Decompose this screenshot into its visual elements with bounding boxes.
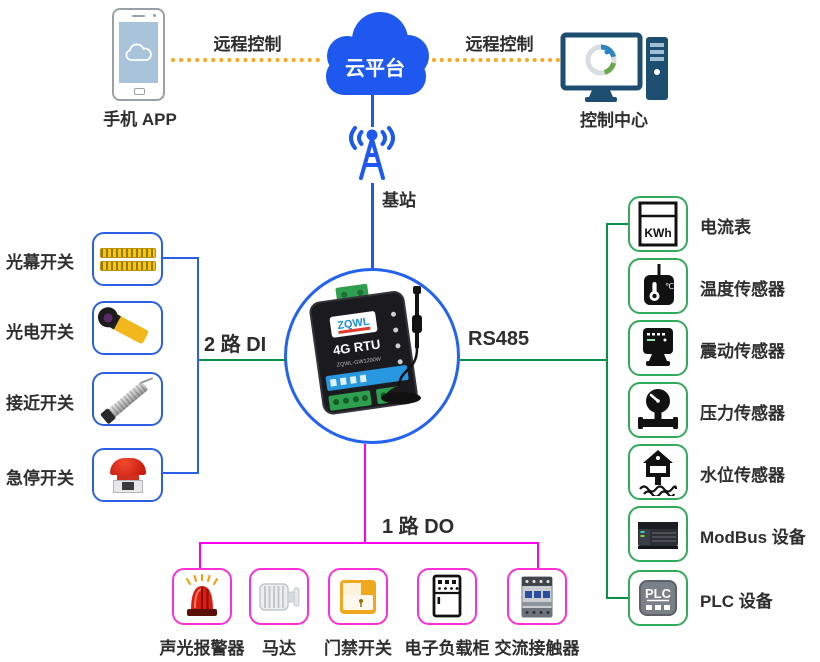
cloud-stem-line	[371, 94, 374, 127]
phone-home-button	[134, 88, 145, 95]
right-item-label: ModBus 设备	[700, 528, 806, 547]
right-item-label: 压力传感器	[700, 404, 785, 423]
emergency-stop-box	[92, 448, 163, 502]
temperature-sensor-icon: ℃	[644, 264, 674, 305]
light-curtain-icon	[99, 245, 156, 274]
right-item-label: 震动传感器	[700, 342, 785, 361]
bottom-item-label: 声光报警器	[159, 639, 245, 658]
phone-camera-dot	[153, 14, 156, 17]
right-item-label: 电流表	[700, 218, 751, 237]
remote-right-label: 远程控制	[465, 35, 534, 54]
left-bus-stub-top	[163, 257, 199, 259]
left-item-label: 光幕开关	[6, 253, 74, 272]
rs485-link-line	[460, 359, 607, 361]
rtu-device-icon: ZQWL 4G RTU ZQWL-GW1200W	[309, 283, 422, 415]
station-to-device-line	[371, 183, 374, 270]
modbus-device-icon	[638, 522, 678, 549]
motor-icon	[259, 582, 300, 611]
proximity-switch-icon	[99, 376, 153, 424]
phone-icon	[112, 8, 165, 101]
base-station-label: 基站	[382, 191, 416, 210]
device-name-text: 4G RTU	[332, 336, 381, 357]
photoelectric-switch-icon	[93, 303, 149, 345]
load-cabinet-icon	[432, 574, 462, 617]
control-center-label: 控制中心	[580, 111, 648, 130]
door-access-box	[328, 568, 388, 625]
cloud-platform: 云平台	[318, 6, 432, 96]
door-access-icon	[340, 579, 376, 614]
motor-box	[249, 568, 309, 625]
left-item-label: 接近开关	[6, 394, 74, 413]
plc-device-icon: PLC	[639, 580, 677, 616]
pressure-sensor-icon	[638, 389, 678, 429]
ac-contactor-icon	[521, 575, 553, 618]
proximity-switch-box	[92, 372, 163, 426]
base-station-antenna-icon	[349, 126, 395, 180]
di-link-label: 2 路 DI	[204, 334, 267, 356]
cloud-label: 云平台	[345, 58, 405, 80]
rtu-device-circle: ZQWL 4G RTU ZQWL-GW1200W	[284, 268, 460, 444]
celsius-text: ℃	[665, 282, 674, 291]
vibration-sensor-box	[628, 320, 688, 376]
kwh-text: KWh	[644, 226, 671, 240]
do-link-label: 1 路 DO	[382, 516, 455, 538]
kwh-meter-box: KWh	[628, 196, 688, 252]
phone-label: 手机 APP	[103, 110, 177, 129]
control-center-icon	[560, 32, 668, 102]
do-link-line	[364, 444, 366, 544]
water-level-sensor-icon	[639, 450, 678, 496]
ac-contactor-box	[507, 568, 567, 625]
cloud-outline-icon	[124, 43, 152, 61]
phone-screen	[119, 22, 158, 83]
alarm-beacon-box	[172, 568, 232, 625]
light-curtain-box	[92, 232, 163, 286]
right-item-label: PLC 设备	[700, 592, 773, 611]
left-bus-line	[197, 257, 199, 474]
emergency-stop-icon	[109, 457, 146, 493]
vibration-sensor-icon	[643, 328, 673, 366]
load-cabinet-box	[417, 568, 477, 625]
bottom-bus-line	[199, 542, 539, 544]
rs485-link-label: RS485	[468, 328, 530, 350]
bottom-item-label: 交流接触器	[494, 639, 580, 658]
pressure-sensor-box	[628, 382, 688, 438]
remote-link-right	[432, 58, 560, 62]
remote-left-label: 远程控制	[213, 35, 282, 54]
bottom-bus-drop-left	[199, 542, 201, 568]
bottom-item-label: 马达	[262, 639, 296, 658]
right-bus-line	[606, 223, 608, 599]
right-bus-stub-top	[606, 223, 628, 225]
photoelectric-switch-box	[92, 301, 163, 355]
temperature-sensor-box: ℃	[628, 258, 688, 314]
bottom-bus-drop-right	[537, 542, 539, 568]
right-item-label: 水位传感器	[700, 466, 785, 485]
right-bus-stub-bottom	[606, 597, 628, 599]
remote-link-left	[171, 58, 320, 62]
right-item-label: 温度传感器	[700, 280, 785, 299]
alarm-beacon-icon	[186, 573, 218, 616]
bottom-item-label: 门禁开关	[324, 639, 392, 658]
left-item-label: 急停开关	[6, 469, 74, 488]
left-item-label: 光电开关	[6, 323, 74, 342]
di-link-line	[199, 359, 285, 361]
modbus-device-box	[628, 506, 688, 562]
water-level-sensor-box	[628, 444, 688, 500]
left-bus-stub-bottom	[163, 472, 199, 474]
phone-speaker	[132, 15, 145, 17]
kwh-meter-icon: KWh	[638, 201, 678, 247]
bottom-item-label: 电子负载柜	[404, 639, 490, 658]
cloud-icon	[326, 12, 429, 95]
plc-device-box: PLC	[628, 570, 688, 626]
plc-text: PLC	[645, 586, 672, 601]
